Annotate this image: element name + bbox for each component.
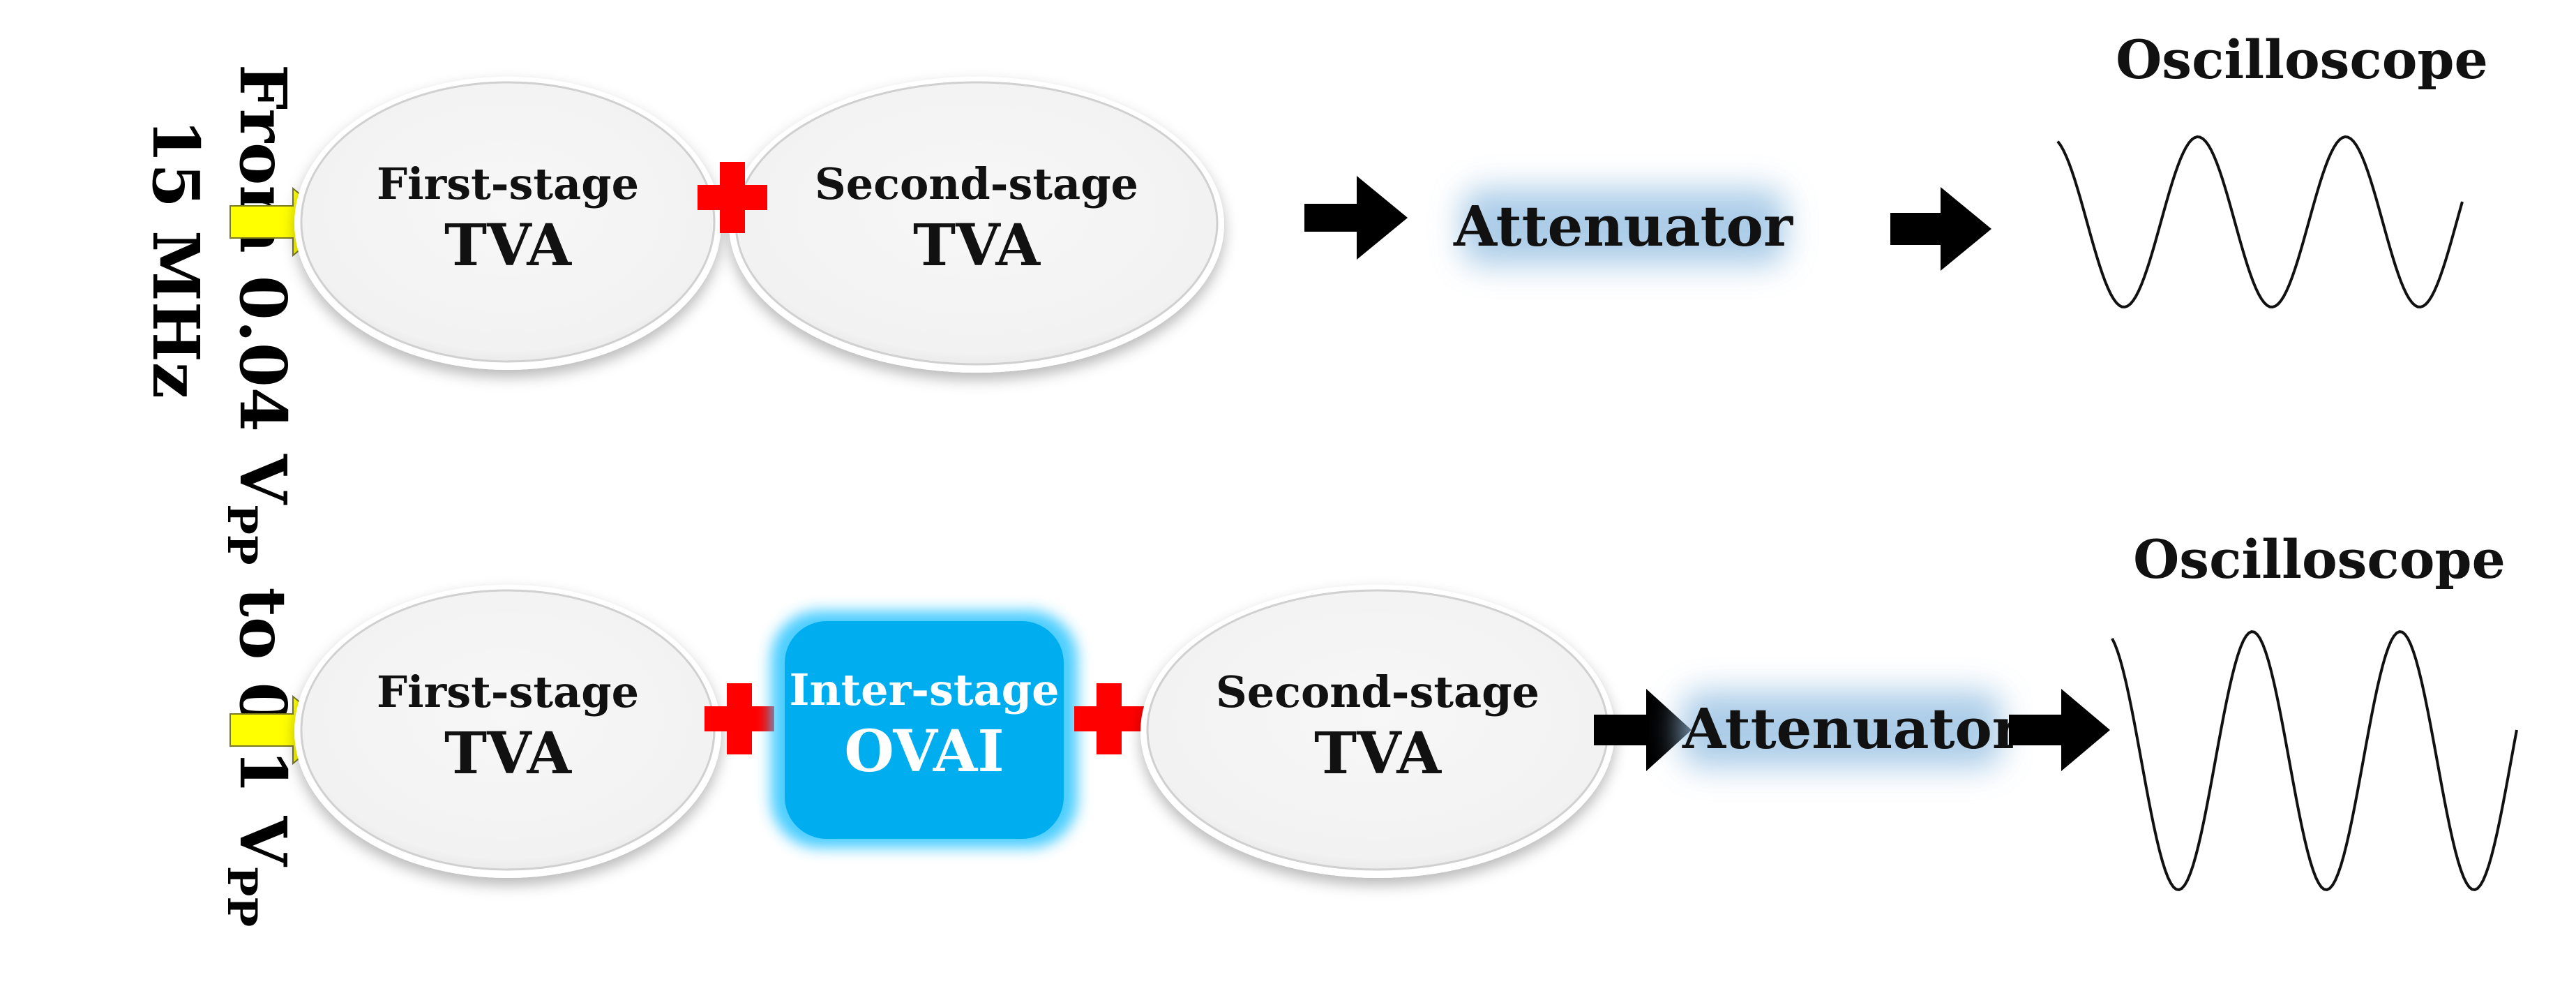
arrow-right-icon-top-2 <box>1890 187 1991 271</box>
ovai-text: OVAI <box>844 718 1004 785</box>
arrow-right-icon-top-1 <box>1304 176 1408 260</box>
first-stage-tva-text-top: TVA <box>444 212 572 279</box>
side-label-frequency: 15 MHz <box>138 119 213 398</box>
attenuator-label-bottom: Attenuator <box>1682 696 2022 761</box>
first-stage-label-bottom: First-stage <box>377 666 639 717</box>
side-label-sub2: PP <box>218 866 266 927</box>
second-stage-tva-bottom: Second-stage TVA <box>1140 585 1615 878</box>
attenuator-label-top: Attenuator <box>1453 193 1793 259</box>
first-stage-label-top: First-stage <box>377 158 639 209</box>
svg-text:From 0.04 VPP to 0.1 VPP: From 0.04 VPP to 0.1 VPP <box>218 64 301 927</box>
sine-wave-top <box>2056 135 2464 308</box>
second-stage-label-top: Second-stage <box>815 158 1138 209</box>
inter-stage-ovai: Inter-stage OVAI <box>771 611 1078 848</box>
second-stage-tva-text-bottom: TVA <box>1314 720 1442 787</box>
second-stage-tva-text-top: TVA <box>913 212 1041 279</box>
inter-stage-label: Inter-stage <box>789 664 1059 715</box>
sine-wave-bottom <box>2111 630 2518 891</box>
plus-icon-bottom-2 <box>1074 683 1144 754</box>
attenuator-bottom: Attenuator <box>1681 691 2022 768</box>
first-stage-tva-top: First-stage TVA <box>294 77 721 370</box>
second-stage-label-bottom: Second-stage <box>1216 666 1539 717</box>
oscilloscope-title-top: Oscilloscope <box>2116 29 2488 91</box>
arrow-right-icon-bottom-1 <box>1594 689 1692 771</box>
arrow-right-icon-bottom-2 <box>2009 689 2110 771</box>
second-stage-tva-top: Second-stage TVA <box>729 77 1224 373</box>
first-stage-tva-bottom: First-stage TVA <box>294 585 721 878</box>
side-label-prefix: From 0.04 V <box>225 64 301 505</box>
attenuator-top: Attenuator <box>1453 188 1793 265</box>
first-stage-tva-text-bottom: TVA <box>444 720 572 787</box>
oscilloscope-title-bottom: Oscilloscope <box>2133 528 2506 590</box>
plus-icon-bottom-1 <box>705 683 774 754</box>
side-label-sub1: PP <box>218 504 266 565</box>
side-label: From 0.04 VPP to 0.1 VPP 15 MHz <box>138 64 301 927</box>
plus-icon-top <box>698 162 767 233</box>
